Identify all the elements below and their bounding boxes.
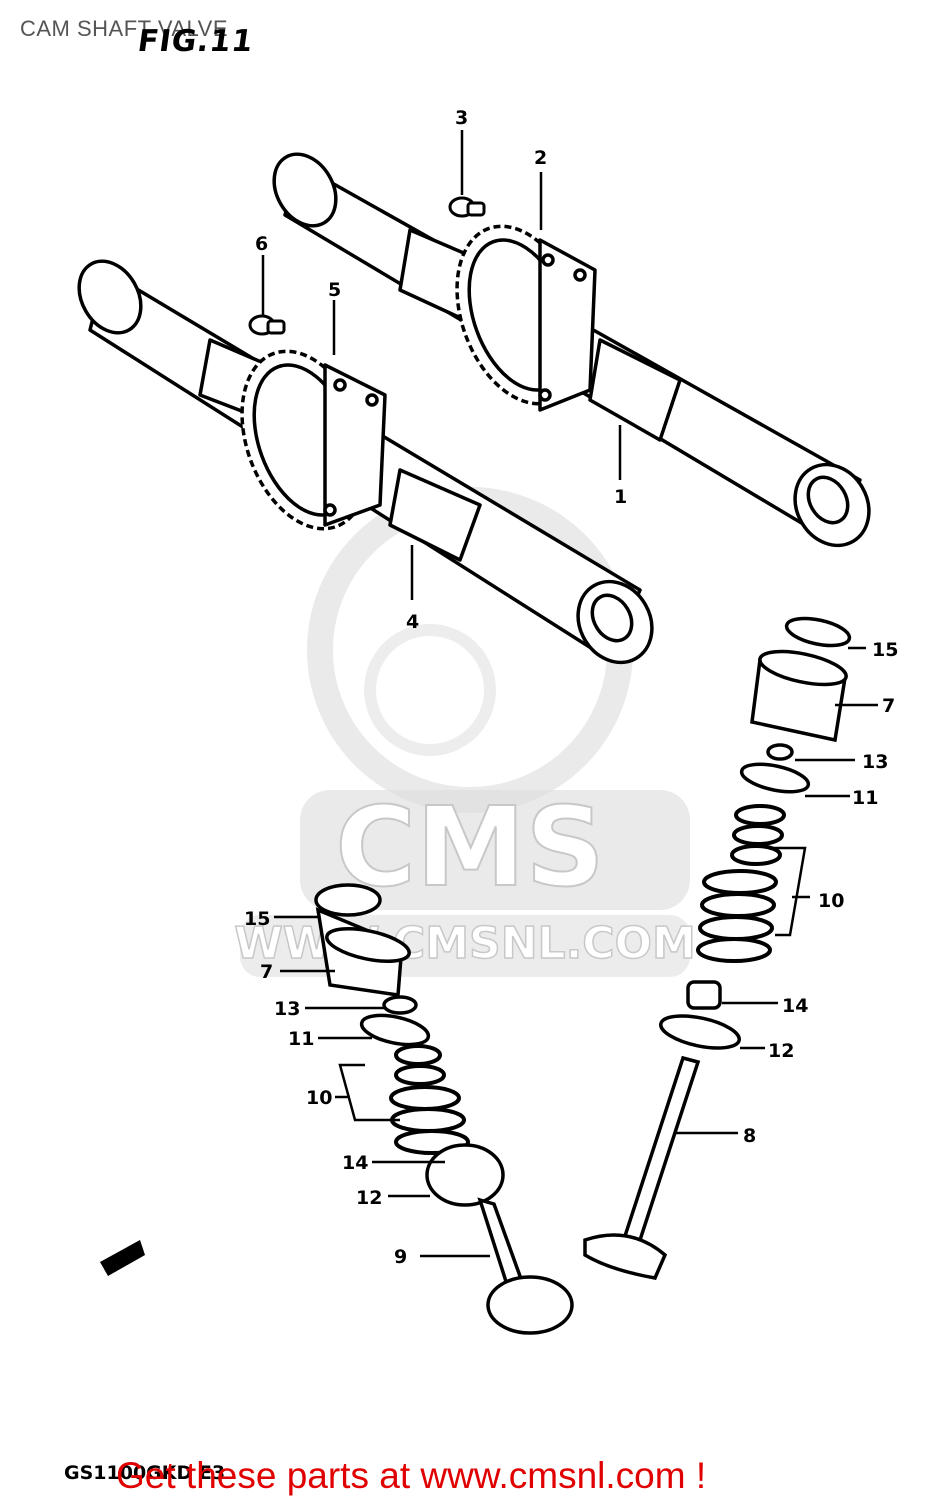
callout-12-left: 12 xyxy=(356,1187,382,1209)
callout-13-left: 13 xyxy=(274,998,300,1020)
callout-5: 5 xyxy=(328,279,341,301)
watermark-url: WWW.CMSNL.COM xyxy=(234,918,696,969)
callout-14-left: 14 xyxy=(342,1152,368,1174)
watermark-logo-text: CMS xyxy=(335,783,604,911)
callout-4: 4 xyxy=(406,611,419,633)
callout-13-right: 13 xyxy=(862,751,888,773)
direction-arrow-icon xyxy=(100,1240,145,1276)
callout-8: 8 xyxy=(743,1125,756,1147)
callout-9: 9 xyxy=(394,1246,407,1268)
sprocket-bolt-6 xyxy=(248,314,286,336)
callout-10-right: 10 xyxy=(818,890,844,912)
valve-assembly-left xyxy=(314,883,574,1335)
leader-lines xyxy=(261,130,878,1258)
model-code: GS1100GKD E3 xyxy=(64,1462,226,1484)
callout-15-left: 15 xyxy=(244,908,270,930)
callout-7-right: 7 xyxy=(882,695,895,717)
camshaft-1 xyxy=(272,152,871,548)
callout-6: 6 xyxy=(255,233,268,255)
callout-10-left: 10 xyxy=(306,1087,332,1109)
callout-12-right: 12 xyxy=(768,1040,794,1062)
callout-15-right: 15 xyxy=(872,639,898,661)
valve-assembly-right xyxy=(583,616,852,1280)
page-title: CAM SHAFT VALVE xyxy=(20,16,228,41)
sprocket-bolt-3 xyxy=(448,196,486,218)
callout-11-right: 11 xyxy=(852,787,878,809)
callout-11-left: 11 xyxy=(288,1028,314,1050)
callout-2: 2 xyxy=(534,147,547,169)
callout-14-right: 14 xyxy=(782,995,808,1017)
callout-3: 3 xyxy=(455,107,468,129)
promo-link[interactable]: Get these parts at www.cmsnl.com ! xyxy=(116,1455,707,1496)
callout-1: 1 xyxy=(614,486,627,508)
callout-7-left: 7 xyxy=(260,961,273,983)
camshaft-2 xyxy=(77,259,654,665)
